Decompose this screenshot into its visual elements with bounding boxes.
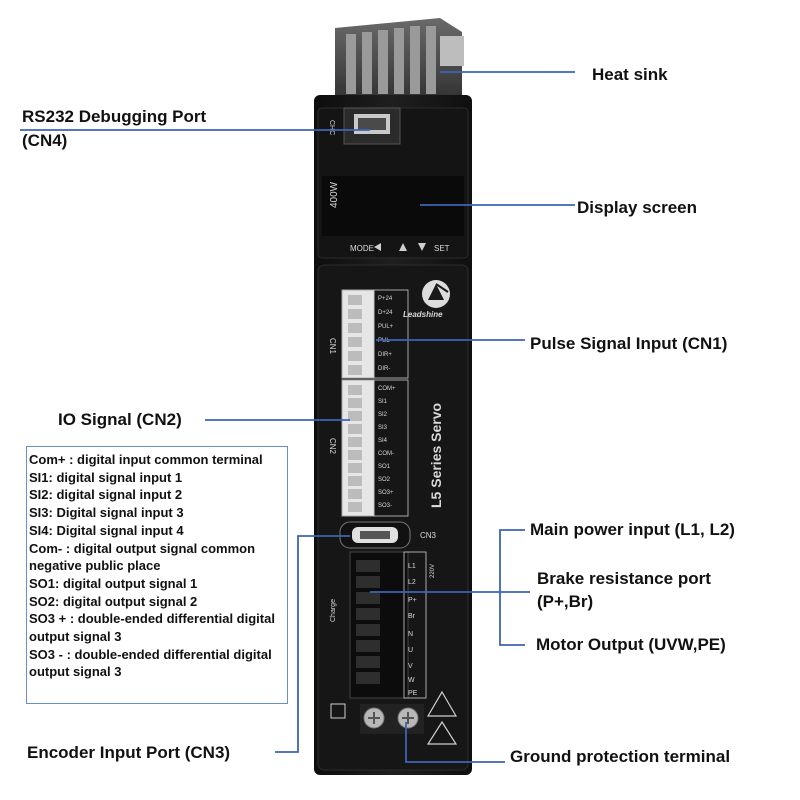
cn2-pin-label: SO3+: [378, 490, 394, 496]
cn2-pin-label: COM+: [378, 386, 396, 392]
callout-encoder: Encoder Input Port (CN3): [27, 743, 231, 762]
power-pin-label: V: [408, 663, 413, 670]
cn2-silk: CN2: [328, 438, 337, 455]
cn1-pin-label: DIR+: [378, 352, 392, 358]
leader-lines: [20, 71, 575, 763]
cn1-pin-label: D+24: [378, 310, 393, 316]
power-pin-label: W: [408, 677, 415, 684]
ground-terminal: [330, 690, 458, 745]
legend-line: SI3: Digital signal input 3: [29, 505, 184, 521]
set-button-label: SET: [434, 244, 450, 253]
cn2-pin-label: SI2: [378, 412, 388, 418]
side-label: CHC: [328, 120, 335, 135]
callout-brake-pins: (P+,Br): [537, 592, 594, 611]
callout-main-power: Main power input (L1, L2): [530, 520, 735, 539]
legend-line: SI2: digital signal input 2: [29, 487, 183, 503]
callout-motor: Motor Output (UVW,PE): [536, 635, 726, 654]
power-pin-label: Br: [408, 613, 416, 620]
brand-name: Leadshine: [403, 310, 443, 319]
leadshine-logo: [422, 280, 450, 308]
legend-line: Com+ : digital input common terminal: [29, 452, 263, 467]
legend-line: SI4: Digital signal input 4: [29, 522, 184, 538]
leader-power-motor: [499, 529, 525, 646]
cn2-pin-label: SO2: [378, 477, 391, 483]
cn2-pin-label: SO1: [378, 464, 391, 470]
leader-ground: [405, 722, 505, 763]
voltage-silk: 220V: [430, 564, 436, 578]
power-pin-label: PE: [408, 690, 418, 697]
cn2-pin-labels: COM+ SI1 SI2 SI3 SI4 COM- SO1 SO2 SO3+ S…: [378, 386, 396, 509]
heat-sink: [335, 18, 464, 112]
callout-pulse: Pulse Signal Input (CN1): [530, 334, 728, 353]
cn1-pin-label: PUL+: [378, 324, 394, 330]
panel-arrow-buttons: [374, 243, 426, 251]
power-pin-labels: L1 L2 P+ Br N U V W PE: [408, 563, 418, 697]
callout-io: IO Signal (CN2): [58, 410, 182, 429]
callout-rs232-port: (CN4): [22, 131, 68, 150]
cn1-pin-label: P+24: [378, 296, 393, 302]
cn1-pin-label: DIR-: [378, 366, 390, 372]
cn3-connector: [339, 521, 411, 549]
callout-display: Display screen: [577, 198, 698, 217]
cn2-connector: [341, 379, 409, 517]
callout-brake-title: Brake resistance port: [537, 569, 711, 588]
cn1-connector: [341, 289, 409, 379]
callout-heat-sink: Heat sink: [592, 65, 668, 84]
cn2-pin-label: SO3-: [378, 503, 392, 509]
cn3-silk: CN3: [420, 531, 437, 540]
legend-line: SI1: digital signal input 1: [29, 469, 183, 485]
cn1-pin-labels: P+24 D+24 PUL+ PUL- DIR+ DIR-: [378, 296, 394, 372]
cn2-pin-label: SI4: [378, 438, 388, 444]
cn1-pin-label: PUL-: [378, 338, 392, 344]
power-pin-label: L1: [408, 563, 416, 570]
leader-encoder: [275, 535, 350, 753]
power-pin-label: L2: [408, 579, 416, 586]
power-rating-text: 400W: [329, 181, 340, 208]
power-pin-label: P+: [408, 597, 417, 604]
callout-ground: Ground protection terminal: [510, 747, 731, 766]
charge-silk: Charge: [330, 599, 337, 622]
cn2-pin-label: SI3: [378, 425, 388, 431]
power-pin-label: U: [408, 647, 413, 654]
legend-line: SO2: digital output signal 2: [29, 593, 198, 609]
legend-line: Com- : digital output signal common nega…: [29, 540, 256, 574]
cn2-pin-label: SI1: [378, 399, 388, 405]
mode-button-label: MODE: [350, 244, 374, 253]
power-pin-label: N: [408, 631, 413, 638]
cn1-silk: CN1: [328, 338, 337, 355]
callout-rs232-title: RS232 Debugging Port: [22, 107, 207, 126]
legend-line: SO3 - : double-ended differential digita…: [29, 646, 272, 680]
legend-line: SO3 + : double-ended differential digita…: [29, 611, 275, 645]
series-name: L5 Series Servo: [428, 403, 444, 508]
cn2-pin-label: COM-: [378, 451, 394, 457]
legend-line: SO1: digital output signal 1: [29, 575, 198, 591]
io-signal-legend: Com+ : digital input common terminal SI1…: [26, 446, 288, 704]
power-connector: [349, 551, 427, 699]
